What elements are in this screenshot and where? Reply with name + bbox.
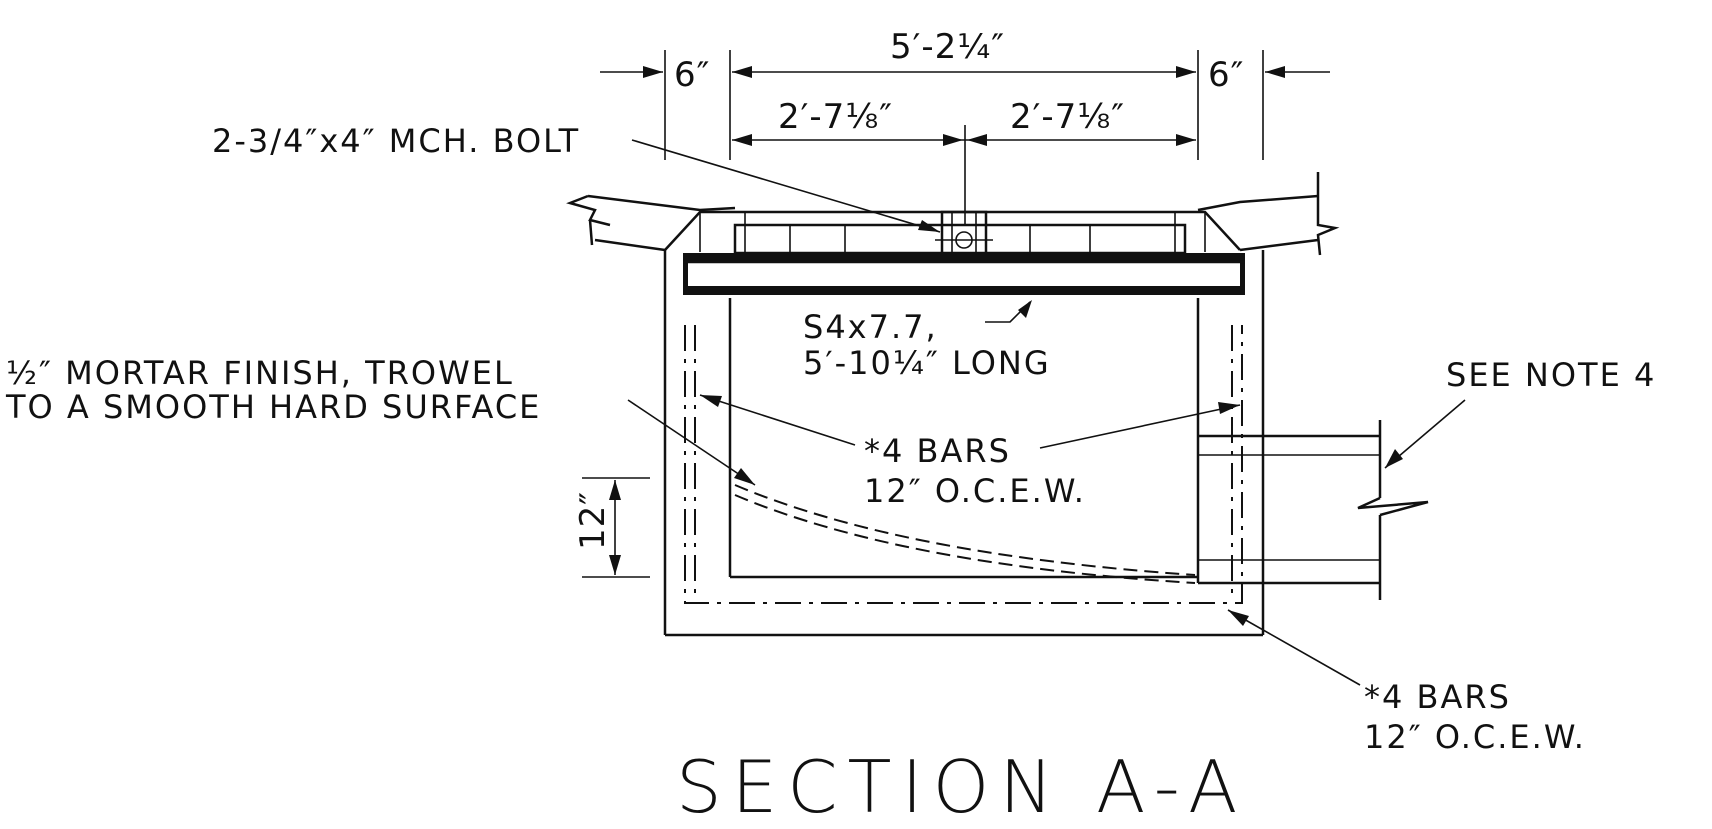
beam-callout-line1: S4x7.7, [803,308,938,346]
mortar-callout-line1: ½″ MORTAR FINISH, TROWEL [6,354,514,392]
section-title: SECTION A-A [676,745,1247,829]
bolt-callout: 2-3/4″x4″ MCH. BOLT [212,122,580,160]
rebar [684,325,1243,604]
dim-right-half: 2′-7⅛″ [1010,97,1125,137]
callouts: 2-3/4″x4″ MCH. BOLT S4x7.7, 5′-10¼″ LONG… [5,122,1656,756]
dim-left-wall: 6″ [674,55,710,95]
vertical-dimension: 12″ [573,477,650,578]
box-structure [566,172,1429,637]
bars-mid-callout-line2: 12″ O.C.E.W. [864,472,1086,510]
top-dimensions: 5′-2¼″ 6″ 6″ 2′-7⅛″ 2′-7⅛″ [600,27,1330,225]
mortar-callout-line2: TO A SMOOTH HARD SURFACE [5,388,541,426]
dim-overall-width: 5′-2¼″ [890,27,1005,67]
beam-callout-line2: 5′-10¼″ LONG [803,344,1051,382]
leaders [627,139,1466,686]
see-note-callout: SEE NOTE 4 [1446,356,1656,394]
dim-vertical-12: 12″ [573,491,613,550]
bars-bottom-callout-line2: 12″ O.C.E.W. [1364,718,1586,756]
bars-bottom-callout-line1: *4 BARS [1364,678,1511,716]
dim-right-wall: 6″ [1208,55,1244,95]
bars-mid-callout-line1: *4 BARS [864,432,1011,470]
dim-left-half: 2′-7⅛″ [778,97,893,137]
